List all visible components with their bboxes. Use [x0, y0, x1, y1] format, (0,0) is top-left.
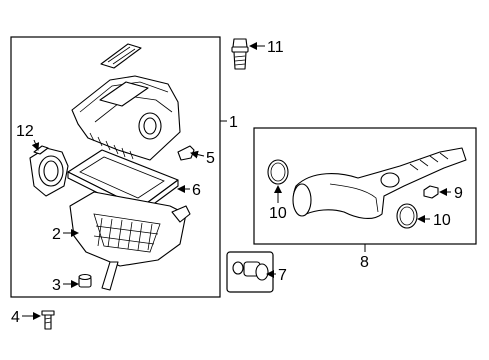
sensor-part-7 — [232, 261, 269, 281]
bolt-part-11 — [231, 38, 249, 70]
callout-6: 6 — [192, 182, 201, 199]
callout-5: 5 — [206, 150, 215, 167]
bolt-part-4 — [41, 310, 55, 330]
clamp-part-10-right — [396, 203, 418, 229]
air-cleaner-assembly-frame — [10, 36, 221, 298]
sensor-housing-part-12 — [29, 145, 69, 197]
lower-housing-part-2 — [69, 191, 191, 291]
callout-1: 1 — [229, 114, 238, 131]
callout-11: 11 — [267, 39, 284, 56]
callout-7: 7 — [278, 267, 287, 284]
clamp-part-10-left — [267, 159, 289, 185]
inlet-duct-part-8 — [292, 147, 467, 220]
callout-10-right: 10 — [433, 212, 451, 229]
callout-10-left: 10 — [269, 205, 287, 222]
nut-part-9 — [423, 185, 439, 199]
callout-4: 4 — [11, 309, 20, 326]
callout-2: 2 — [52, 226, 61, 243]
label-sticker — [100, 43, 142, 69]
callout-9: 9 — [454, 185, 463, 202]
grommet-part-3 — [78, 273, 92, 288]
callout-8: 8 — [360, 254, 369, 271]
callout-12: 12 — [16, 123, 34, 140]
upper-cover — [71, 75, 181, 161]
leader-lines — [22, 42, 451, 320]
callout-3: 3 — [52, 277, 61, 294]
